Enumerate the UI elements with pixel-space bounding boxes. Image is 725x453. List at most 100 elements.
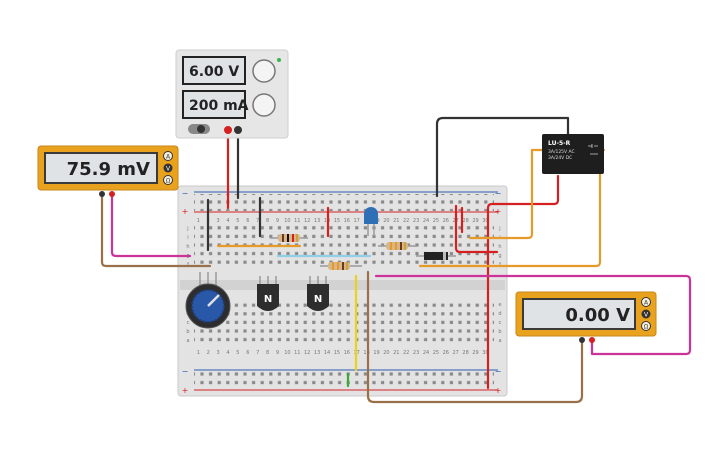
row-label-right: h <box>498 244 501 250</box>
column-label-bottom: 7 <box>256 350 259 356</box>
column-label-bottom: 8 <box>266 350 269 356</box>
wire-relay-black[interactable] <box>435 116 570 198</box>
column-label-bottom: 12 <box>304 350 310 356</box>
column-label-top: 23 <box>413 218 419 224</box>
column-label-bottom: 10 <box>284 350 290 356</box>
left-meter-com-probe[interactable] <box>99 191 105 197</box>
right-meter-mode-ohm[interactable]: Ω <box>644 324 649 331</box>
relay-rating-dc: 3A/24V DC <box>548 155 572 161</box>
column-label-bottom: 21 <box>393 350 399 356</box>
column-label-bottom: 3 <box>217 350 220 356</box>
right-meter-reading: 0.00 V <box>565 305 630 326</box>
row-label-right: d <box>498 311 501 317</box>
row-label-right: j <box>498 226 500 232</box>
column-label-bottom: 30 <box>482 350 488 356</box>
column-label-bottom: 6 <box>246 350 249 356</box>
column-label-bottom: 23 <box>413 350 419 356</box>
bottom-terminal-strip[interactable] <box>194 300 494 344</box>
top-power-rail-holes[interactable] <box>194 194 494 211</box>
column-label-bottom: 14 <box>324 350 330 356</box>
wire-relay-red[interactable] <box>486 174 560 390</box>
row-label-right: g <box>498 253 501 259</box>
left-meter-mode-buttons[interactable]: A V Ω <box>163 151 173 185</box>
row-label-right: b <box>498 329 501 335</box>
rail-minus-sign: − <box>182 367 189 376</box>
column-label-top: 5 <box>236 218 239 224</box>
left-meter-mode-a[interactable]: A <box>166 154 171 161</box>
right-meter-mode-a[interactable]: A <box>644 300 649 307</box>
psu-current-knob[interactable] <box>252 93 276 117</box>
transistor-2[interactable]: N <box>307 276 329 311</box>
column-label-top: 16 <box>344 218 350 224</box>
column-label-top: 9 <box>276 218 279 224</box>
potentiometer-knob-indicator <box>207 294 220 307</box>
right-meter-com-probe[interactable] <box>579 337 585 343</box>
column-label-bottom: 16 <box>344 350 350 356</box>
potentiometer[interactable] <box>185 272 231 329</box>
left-meter-reading: 75.9 mV <box>67 159 150 180</box>
column-label-bottom: 29 <box>472 350 478 356</box>
wire-left-meter-v[interactable] <box>110 194 192 258</box>
column-label-top: 4 <box>226 218 229 224</box>
column-label-top: 15 <box>334 218 340 224</box>
resistor-3[interactable] <box>378 242 416 250</box>
wire-red-column-25[interactable] <box>454 204 499 254</box>
column-label-bottom: 13 <box>314 350 320 356</box>
relay-switch-symbol-icon <box>588 144 598 155</box>
column-label-top: 10 <box>284 218 290 224</box>
left-meter-v-probe[interactable] <box>109 191 115 197</box>
wire-relay-orange-2[interactable] <box>418 148 606 268</box>
left-meter-mode-v[interactable]: V <box>166 166 171 173</box>
column-label-bottom: 22 <box>403 350 409 356</box>
right-meter-v-probe[interactable] <box>589 337 595 343</box>
right-meter-mode-buttons[interactable]: A V Ω <box>641 297 651 331</box>
column-label-bottom: 11 <box>294 350 300 356</box>
diode[interactable] <box>416 252 456 260</box>
column-label-bottom: 2 <box>207 350 210 356</box>
wire-relay-orange[interactable] <box>468 148 546 240</box>
column-label-top: 22 <box>403 218 409 224</box>
column-label-bottom: 4 <box>226 350 229 356</box>
right-meter-mode-v[interactable]: V <box>644 312 649 319</box>
column-label-top: 28 <box>462 218 468 224</box>
wire-right-meter-com[interactable] <box>366 270 584 404</box>
rail-plus-sign: + <box>495 386 502 395</box>
transistor-1[interactable]: N <box>257 276 279 311</box>
wires <box>100 116 692 404</box>
row-label-left: b <box>186 329 189 335</box>
column-label-bottom: 27 <box>453 350 459 356</box>
column-label-top: 3 <box>217 218 220 224</box>
psu-voltage-knob[interactable] <box>252 59 276 83</box>
rail-plus-sign: + <box>495 207 502 216</box>
psu-negative-terminal[interactable] <box>234 126 242 134</box>
psu-voltage-display: 6.00 V <box>189 64 239 80</box>
wire-right-meter-v[interactable] <box>374 274 692 356</box>
column-label-top: 7 <box>256 218 259 224</box>
row-label-right: c <box>499 320 502 326</box>
psu-indicator-led <box>277 58 281 62</box>
relay[interactable]: LU-5-R 3A/125V AC 3A/24V DC <box>542 134 604 174</box>
column-label-top: 20 <box>383 218 389 224</box>
row-label-left: j <box>186 226 188 232</box>
led-blue[interactable] <box>364 207 378 236</box>
transistor-2-label: N <box>314 294 322 305</box>
multimeter-right[interactable]: 0.00 V A V Ω <box>515 291 657 343</box>
power-supply[interactable]: 6.00 V 200 mA <box>175 49 289 139</box>
column-label-bottom: 1 <box>197 350 200 356</box>
breadboard[interactable]: 1122334455667788991010111112121313141415… <box>177 185 508 397</box>
left-meter-mode-ohm[interactable]: Ω <box>166 178 171 185</box>
column-label-bottom: 15 <box>334 350 340 356</box>
wire-left-meter-com[interactable] <box>100 194 212 268</box>
bottom-power-rail-holes[interactable] <box>194 372 494 389</box>
psu-positive-terminal[interactable] <box>224 126 232 134</box>
resistor-2[interactable] <box>320 262 362 270</box>
transistor-1-label: N <box>264 294 272 305</box>
column-label-bottom: 25 <box>433 350 439 356</box>
resistor-1[interactable] <box>270 234 308 242</box>
rail-minus-sign: − <box>495 189 502 198</box>
column-label-bottom: 28 <box>462 350 468 356</box>
multimeter-left[interactable]: 75.9 mV A V Ω <box>37 145 179 197</box>
rail-plus-sign: + <box>182 207 189 216</box>
row-label-left: a <box>186 338 189 344</box>
